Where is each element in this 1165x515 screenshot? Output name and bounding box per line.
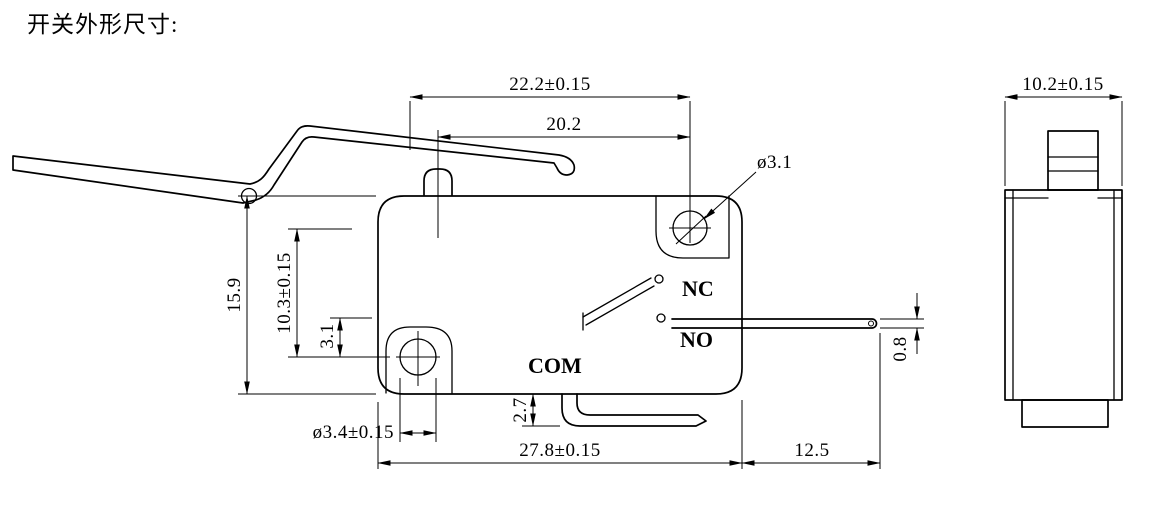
dim-side-width-label: 10.2±0.15 [1022, 74, 1103, 95]
com-terminal [561, 393, 707, 427]
page-title: 开关外形尺寸: [27, 12, 178, 37]
dim-top-hole-dia-label: ø3.1 [757, 152, 792, 173]
lever-outline [12, 125, 576, 204]
dim-body-height: 15.9 [224, 195, 376, 395]
dim-top-width-label: 22.2±0.15 [509, 74, 590, 95]
no-contact-point [656, 313, 666, 323]
dim-pin-offset-label: 3.1 [317, 323, 338, 348]
contact-blade-bottom [585, 285, 655, 326]
nc-contact-point [654, 274, 664, 284]
terminals [561, 318, 878, 427]
side-base-block [1021, 399, 1109, 428]
lever-arm [12, 125, 576, 205]
dim-com-drop: 2.7 [510, 393, 560, 427]
dim-body-width-label: 27.8±0.15 [519, 440, 600, 461]
front-view: NC NO COM 22.2±0.15 20.2 ø3.1 [12, 74, 924, 469]
dim-inner-width-label: 20.2 [546, 114, 581, 135]
dim-body-width: 27.8±0.15 [377, 400, 743, 469]
side-view: 10.2±0.15 [1004, 74, 1123, 428]
contact-mechanism [582, 274, 666, 331]
contact-blade-top [582, 277, 652, 318]
dim-top-hole-dia: ø3.1 [703, 152, 792, 220]
front-view-dimensions: 22.2±0.15 20.2 ø3.1 15.9 [224, 74, 924, 469]
dim-pin-length-label: 12.5 [794, 440, 829, 461]
side-body-outline [1004, 189, 1123, 401]
dim-pin-offset: 3.1 [317, 317, 372, 358]
dim-com-drop-label: 2.7 [510, 397, 531, 422]
dim-bottom-hole-dia: ø3.4±0.15 [313, 378, 437, 443]
dim-pin-thickness-label: 0.8 [890, 336, 911, 361]
bottom-mounting-hole [385, 326, 453, 394]
bottom-boss-outline [385, 326, 453, 394]
dim-inner-width: 20.2 [437, 114, 691, 238]
top-mounting-hole [655, 195, 730, 259]
dim-body-height-label: 15.9 [224, 277, 245, 312]
dim-pin-thickness: 0.8 [880, 293, 924, 362]
dim-bottom-hole-dia-label: ø3.4±0.15 [313, 422, 394, 443]
dim-hole-spacing-label: 10.3±0.15 [274, 252, 295, 333]
body-outline [377, 195, 743, 395]
label-nc: NC [682, 276, 714, 301]
top-boss-outline [655, 195, 730, 259]
dim-top-width: 22.2±0.15 [409, 74, 691, 243]
label-no: NO [680, 327, 713, 352]
dim-side-width: 10.2±0.15 [1004, 74, 1123, 186]
label-com: COM [528, 353, 582, 378]
pin-tip-hole [868, 320, 874, 327]
switch-body: NC NO COM [377, 168, 878, 427]
top-hole-diagonal [675, 215, 707, 245]
no-terminal-pin [671, 318, 878, 329]
side-plunger [1047, 130, 1099, 191]
dim-hole-spacing: 10.3±0.15 [274, 228, 390, 358]
dim-pin-length: 12.5 [741, 333, 881, 469]
leader-line [703, 171, 757, 220]
